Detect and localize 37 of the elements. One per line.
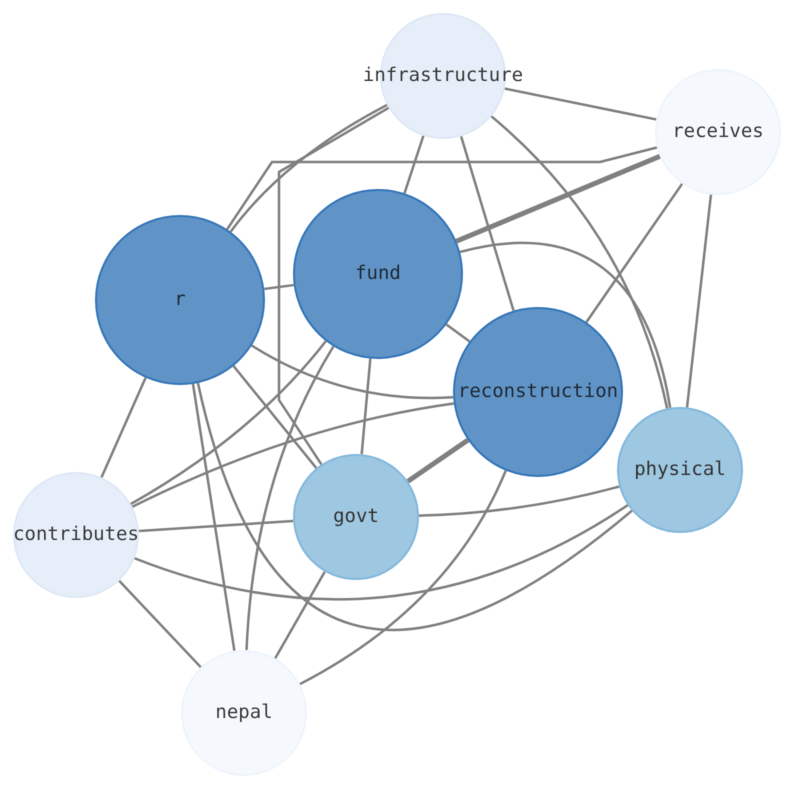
edge-line <box>504 87 657 121</box>
node-label: receives <box>671 122 765 141</box>
edge-line <box>278 106 390 466</box>
node-label: fund <box>354 264 402 283</box>
edge-line <box>264 284 294 290</box>
edge-line <box>232 365 318 469</box>
edge-line <box>230 104 388 232</box>
edge-line <box>274 571 326 659</box>
edge-line <box>132 402 454 508</box>
edge-line <box>455 154 661 244</box>
edge-line <box>490 115 668 409</box>
node-label: physical <box>633 460 727 479</box>
edge-line <box>100 377 147 478</box>
edge-line <box>134 504 628 600</box>
node-label: contributes <box>12 525 140 544</box>
edge-line <box>138 520 294 532</box>
edge-line <box>460 136 515 311</box>
node-label: r <box>173 290 187 309</box>
edge-line <box>196 382 633 631</box>
edge-line <box>118 580 202 668</box>
edge-line <box>130 340 327 506</box>
edge-line <box>251 344 454 400</box>
edge-line <box>192 384 236 651</box>
edge-line <box>585 183 684 323</box>
edge-line <box>245 346 334 650</box>
node-label: nepal <box>214 703 274 722</box>
node-label: reconstruction <box>456 382 620 401</box>
edge-line <box>299 470 507 686</box>
node-label: govt <box>332 507 380 526</box>
edge-line <box>686 194 712 408</box>
edge-line <box>460 242 672 408</box>
edge-line <box>226 146 658 230</box>
edge-line <box>446 323 470 343</box>
node-label: infrastructure <box>362 66 524 85</box>
edge-line <box>403 135 425 194</box>
edge-line <box>360 358 372 454</box>
edge-line <box>406 438 470 484</box>
